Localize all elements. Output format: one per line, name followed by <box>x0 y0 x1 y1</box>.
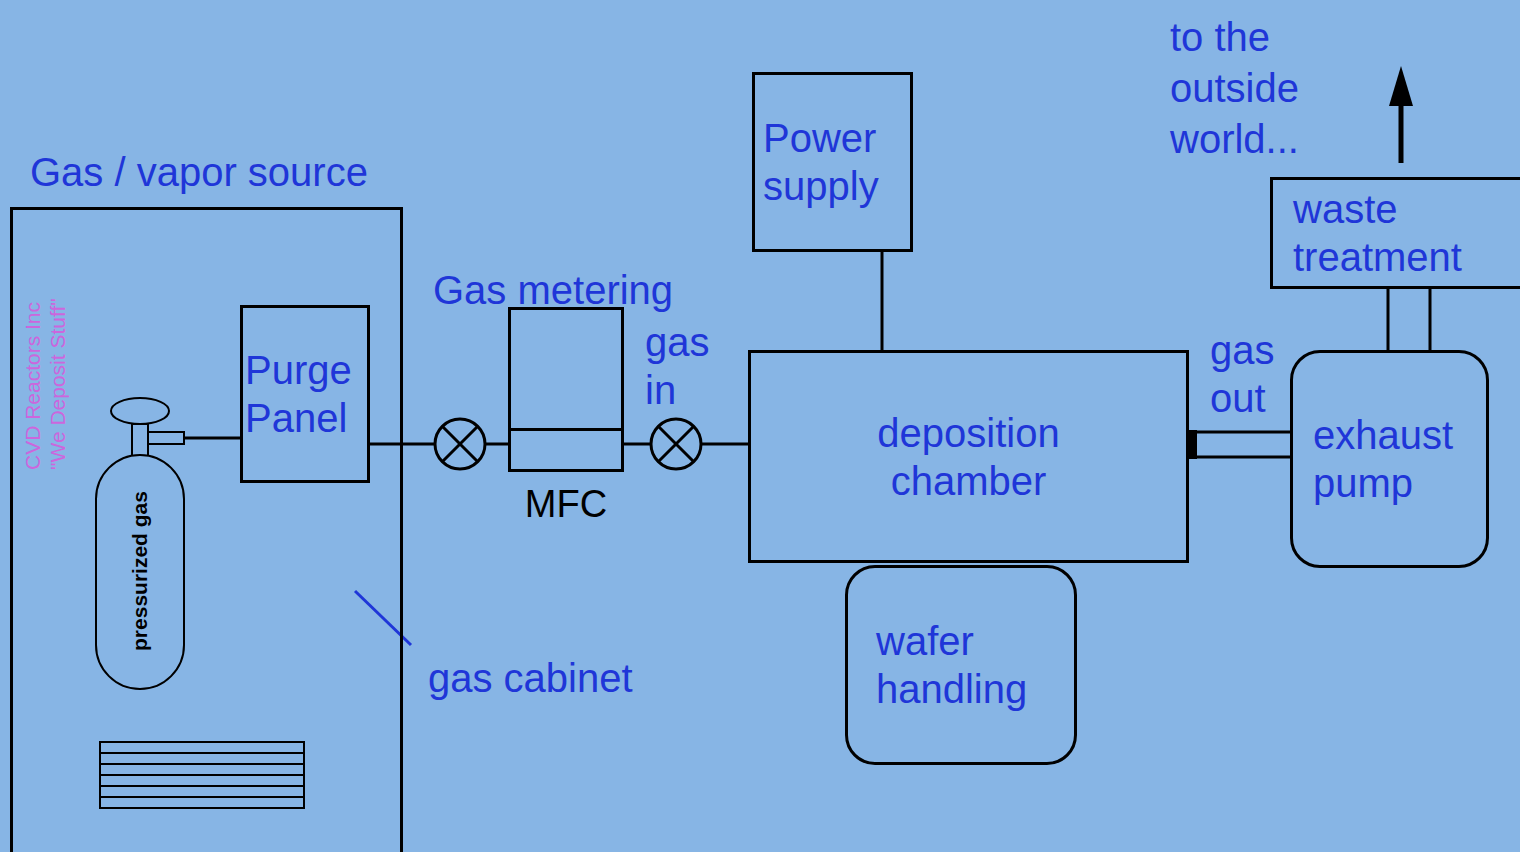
process-label: wafer handling <box>876 617 1046 713</box>
power-supply-box: Power supply <box>752 72 913 252</box>
exhaust-pump-box: exhaust pump <box>1290 350 1489 568</box>
edge-label: gas in <box>645 318 725 414</box>
mfc-label: MFC <box>481 482 651 528</box>
callout-label: gas cabinet <box>428 654 633 702</box>
exhaust-arrow <box>1389 66 1413 163</box>
pipe-connector <box>1388 289 1430 350</box>
process-label: Power supply <box>763 114 902 210</box>
mfc-heading: Gas metering <box>433 266 673 314</box>
pipe-connector <box>185 437 240 440</box>
gas-cylinder: pressurized gas <box>95 395 185 690</box>
mfc-box: Gas meteringMFC <box>508 307 624 472</box>
wafer-handling-box: wafer handling <box>845 565 1077 765</box>
cabinet-heading: Gas / vapor source <box>30 148 368 196</box>
cylinder-label: pressurized gas <box>127 459 153 683</box>
process-label: Purge Panel <box>245 346 365 442</box>
process-label: deposition chamber <box>839 409 1099 505</box>
valve-symbol <box>435 419 485 469</box>
cabinet-vent <box>100 742 304 808</box>
pipe-flange <box>1189 430 1197 459</box>
pipe-connector <box>881 252 884 350</box>
purge-panel-box: Purge Panel <box>240 305 370 483</box>
edge-label: gas out <box>1210 326 1310 422</box>
watermark: CVD Reactors Inc "We Deposit Stuff" <box>20 270 70 470</box>
process-label: waste treatment <box>1293 185 1508 281</box>
mfc-divider <box>511 428 621 431</box>
deposition-chamber-box: deposition chamber <box>748 350 1189 563</box>
exhaust-note: to the outside world... <box>1170 12 1345 166</box>
valve-symbol <box>651 419 701 469</box>
pipe-connector <box>1189 432 1290 457</box>
process-label: exhaust pump <box>1313 411 1466 507</box>
waste-treatment-box: waste treatment <box>1270 177 1520 289</box>
